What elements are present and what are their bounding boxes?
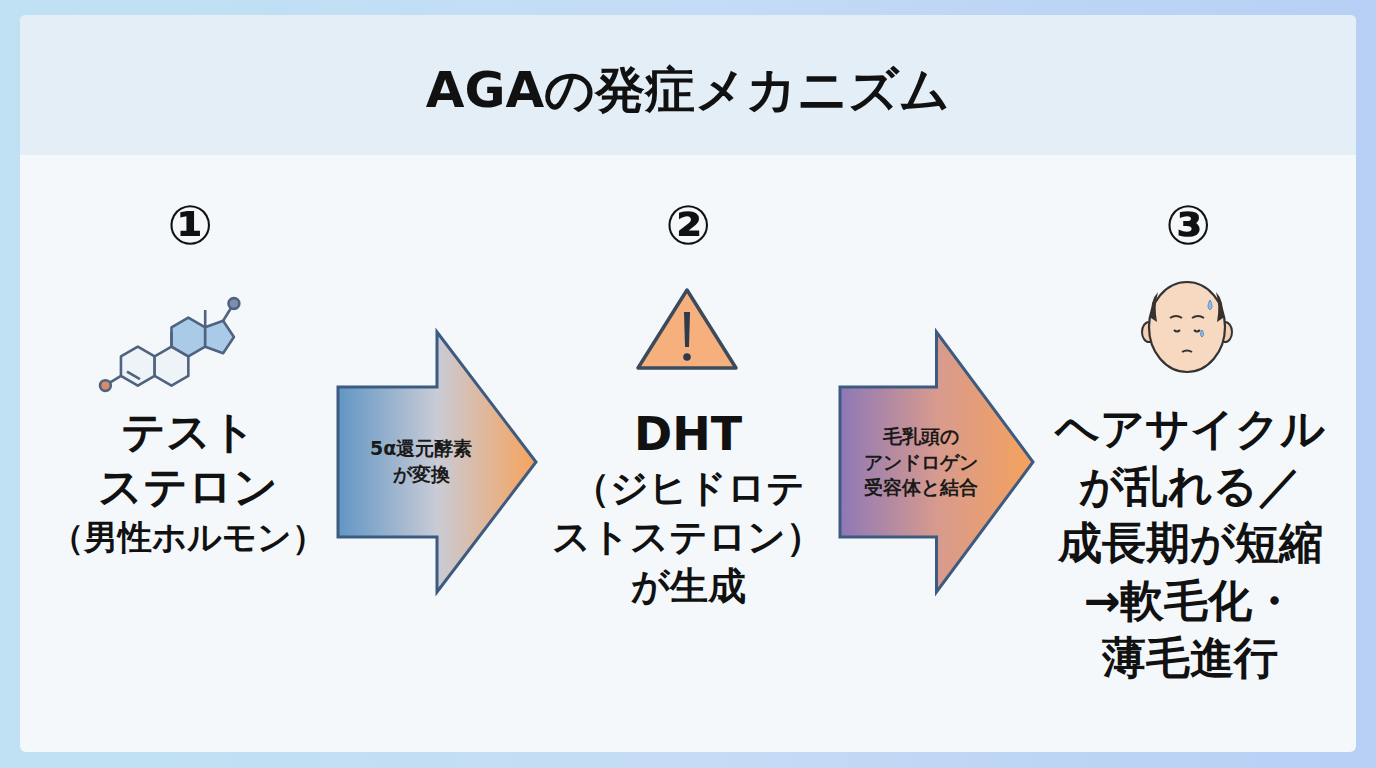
block-arrow [840,332,1033,592]
step-node: DHT（ジヒドロテ ストステロン） が生成 [548,406,828,612]
step-text: DHT [634,406,742,464]
arrow-label: 毛乳頭の アンドロゲン 受容体と結合 [855,424,987,501]
step-text: （男性ホルモン） [50,514,326,562]
warning-icon [638,290,736,368]
step-node: テスト ステロン（男性ホルモン） [50,404,326,562]
step-text: テスト ステロン [88,404,288,514]
callout-number: ① [167,199,213,253]
step-node: ヘアサイクル が乱れる／ 成長期が短縮 →軟毛化・ 薄毛進行 [1045,400,1335,686]
diagram-title: AGAの発症メカニズム [0,58,1376,122]
block-arrow [338,332,536,592]
step-text: （ジヒドロテ ストステロン） が生成 [548,464,828,612]
bald-head-icon [1142,282,1232,372]
step-text: ヘアサイクル が乱れる／ 成長期が短縮 →軟毛化・ 薄毛進行 [1045,400,1335,686]
callout-number: ③ [1165,199,1211,253]
panel [20,15,1356,752]
molecule-icon [100,298,239,391]
callout-number: ② [665,199,711,253]
arrow-label: 5α還元酵素 が変換 [355,436,487,487]
